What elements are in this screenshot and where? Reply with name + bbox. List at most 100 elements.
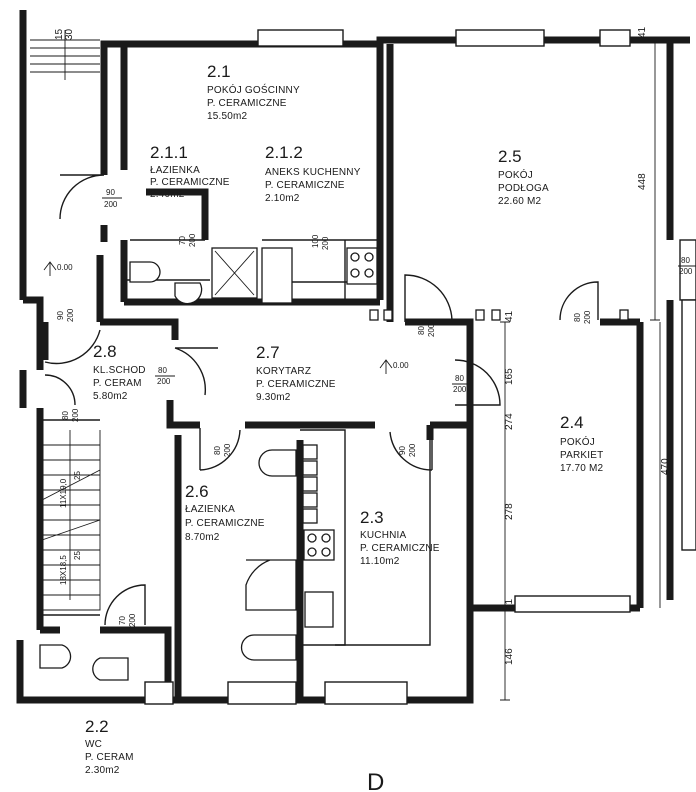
svg-text:8.70m2: 8.70m2 — [185, 532, 220, 543]
door-mark-r28top: 90 200 — [56, 308, 75, 322]
door-swings — [44, 174, 599, 626]
room-label-r28: 2.8 KL.SCHOD P. CERAM 5.80m2 — [93, 342, 146, 402]
svg-text:80: 80 — [213, 446, 222, 455]
svg-text:278: 278 — [504, 503, 515, 520]
washbasin-icon — [258, 449, 297, 477]
svg-text:25: 25 — [73, 471, 82, 480]
svg-text:200: 200 — [157, 377, 171, 386]
svg-text:70: 70 — [118, 616, 127, 625]
svg-text:2.1.2: 2.1.2 — [265, 143, 303, 162]
svg-text:P. CERAM: P. CERAM — [93, 378, 142, 389]
door-mark-r23: 90 200 — [398, 443, 417, 457]
door-mark-r22: 70 200 — [118, 613, 137, 627]
svg-text:PODŁOGA: PODŁOGA — [498, 183, 549, 194]
svg-text:17.70 M2: 17.70 M2 — [560, 463, 604, 474]
stove-icon — [346, 247, 378, 285]
svg-text:41: 41 — [637, 26, 648, 38]
svg-text:200: 200 — [223, 443, 232, 457]
svg-text:41: 41 — [504, 598, 515, 610]
door-mark-211: 90 200 — [102, 188, 122, 209]
svg-text:ŁAZIENKA: ŁAZIENKA — [185, 504, 235, 515]
svg-text:P. CERAMICZNE: P. CERAMICZNE — [150, 177, 230, 188]
svg-text:25: 25 — [73, 551, 82, 560]
svg-text:P. CERAMICZNE: P. CERAMICZNE — [256, 379, 336, 390]
room-label-r27: 2.7 KORYTARZ P. CERAMICZNE 9.30m2 — [256, 343, 336, 403]
room-floor: P. CERAMICZNE — [207, 98, 287, 109]
svg-text:11.10m2: 11.10m2 — [360, 556, 400, 567]
svg-text:274: 274 — [504, 413, 515, 430]
svg-text:165: 165 — [504, 368, 515, 385]
door-mark-hall-r: 80 200 — [452, 374, 472, 394]
wc-toilet-icon — [39, 644, 72, 669]
door-mark-stairs: 80 200 — [61, 408, 80, 422]
walls — [16, 10, 690, 704]
room-label-r26: 2.6 ŁAZIENKA P. CERAMICZNE 8.70m2 — [185, 482, 265, 543]
kitchen-sink-icon — [304, 591, 334, 628]
svg-text:80: 80 — [455, 374, 464, 383]
room-label-r22: 2.2 WC P. CERAM 2.30m2 — [85, 717, 133, 776]
svg-text:KUCHNIA: KUCHNIA — [360, 530, 407, 541]
svg-text:18X18,5: 18X18,5 — [59, 555, 68, 585]
svg-text:30: 30 — [64, 28, 75, 40]
svg-text:2.5: 2.5 — [498, 147, 522, 166]
svg-text:9.30m2: 9.30m2 — [256, 392, 291, 403]
door-mark-r212: 100 200 — [311, 234, 330, 250]
svg-text:470: 470 — [660, 458, 671, 475]
svg-text:200: 200 — [104, 200, 118, 209]
toilet-icon — [240, 634, 297, 661]
svg-text:100: 100 — [311, 234, 320, 248]
svg-text:P. CERAMICZNE: P. CERAMICZNE — [360, 543, 440, 554]
door-mark-r28: 80 200 — [155, 366, 175, 386]
shower-tray-icon — [245, 559, 297, 611]
svg-text:80: 80 — [573, 313, 582, 322]
stair-annotations: 11X19,0 18X18,5 25 25 — [59, 471, 82, 585]
svg-text:200: 200 — [408, 443, 417, 457]
svg-text:2.10m2: 2.10m2 — [265, 193, 300, 204]
wc-sink-icon — [92, 657, 129, 681]
svg-text:80: 80 — [158, 366, 167, 375]
room-label-r211: 2.1.1 ŁAZIENKA P. CERAMICZNE 2.40m2 — [150, 143, 230, 200]
svg-text:200: 200 — [583, 310, 592, 324]
svg-text:70: 70 — [178, 236, 187, 245]
svg-text:200: 200 — [453, 385, 467, 394]
svg-text:200: 200 — [188, 233, 197, 247]
svg-text:448: 448 — [637, 173, 648, 190]
svg-text:90: 90 — [106, 188, 115, 197]
svg-text:90: 90 — [398, 446, 407, 455]
door-mark-r211b: 70 200 — [178, 233, 197, 247]
door-mark-r24: 80 200 — [573, 310, 592, 324]
door-mark-r26: 80 200 — [213, 443, 232, 457]
svg-text:200: 200 — [128, 613, 137, 627]
footer-mark: D — [367, 769, 384, 792]
svg-text:2.40m2: 2.40m2 — [150, 189, 185, 200]
svg-text:2.4: 2.4 — [560, 413, 584, 432]
svg-text:ŁAZIENKA: ŁAZIENKA — [150, 165, 200, 176]
svg-text:200: 200 — [66, 308, 75, 322]
dimension-lines — [500, 39, 661, 701]
svg-text:2.3: 2.3 — [360, 508, 384, 527]
svg-text:ANEKS KUCHENNY: ANEKS KUCHENNY — [265, 167, 361, 178]
svg-text:90: 90 — [56, 311, 65, 320]
room-label-r212: 2.1.2 ANEKS KUCHENNY P. CERAMICZNE 2.10m… — [265, 143, 361, 204]
room-label-r24: 2.4 POKÓJ PARKIET 17.70 M2 — [560, 413, 604, 474]
svg-text:2.7: 2.7 — [256, 343, 280, 362]
door-mark-right: 80 200 — [678, 256, 696, 276]
svg-text:11X19,0: 11X19,0 — [59, 478, 68, 508]
svg-text:2.6: 2.6 — [185, 482, 209, 501]
svg-text:KL.SCHOD: KL.SCHOD — [93, 365, 146, 376]
room-area: 15.50m2 — [207, 111, 248, 122]
svg-text:200: 200 — [321, 236, 330, 250]
svg-text:2.2: 2.2 — [85, 717, 109, 736]
room-label-r21: 2.1 POKÓJ GOŚCINNY P. CERAMICZNE 15.50m2 — [207, 62, 300, 122]
svg-text:41: 41 — [504, 310, 515, 322]
svg-text:POKÓJ: POKÓJ — [498, 168, 533, 181]
svg-text:PARKIET: PARKIET — [560, 450, 603, 461]
cooktop-icon — [303, 529, 335, 561]
sink-icon — [174, 282, 203, 305]
svg-text:2.1.1: 2.1.1 — [150, 143, 188, 162]
svg-text:P. CERAMICZNE: P. CERAMICZNE — [185, 518, 265, 529]
svg-text:200: 200 — [427, 323, 436, 337]
room-number: 2.1 — [207, 62, 231, 81]
windows — [144, 29, 696, 705]
